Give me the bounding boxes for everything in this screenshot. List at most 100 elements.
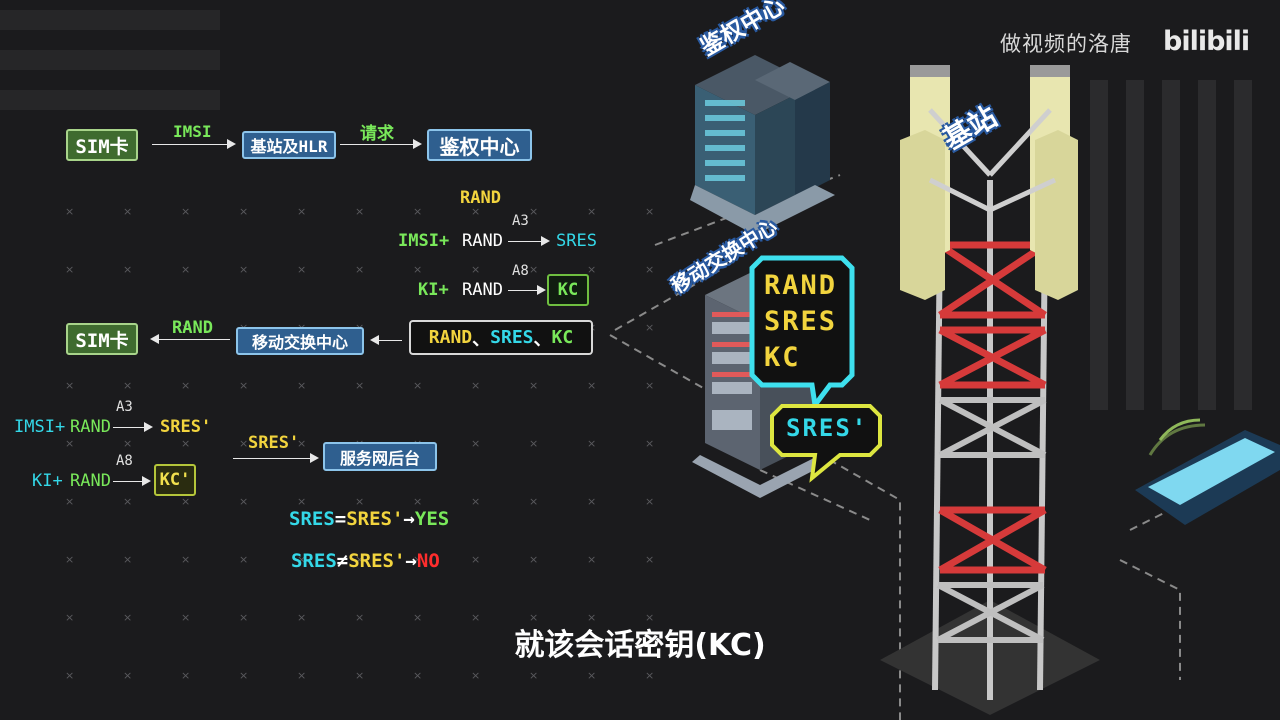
- svg-text:×: ×: [471, 205, 480, 218]
- rand-to-sim-label: RAND: [172, 318, 213, 338]
- compare-neq-lhs: SRES: [291, 550, 337, 572]
- bubble-sres-prime: [770, 404, 882, 483]
- video-subtitle: 就该会话密钥(KC): [514, 628, 766, 663]
- svg-text:×: ×: [355, 263, 364, 276]
- svg-text:×: ×: [65, 437, 74, 450]
- ki-plus-top: KI+: [418, 280, 449, 300]
- arrow-to-msc: [370, 335, 402, 345]
- svg-text:×: ×: [587, 263, 596, 276]
- channel-watermark: 做视频的洛唐: [1000, 32, 1132, 56]
- rand-top-2: RAND: [462, 280, 503, 300]
- svg-text:×: ×: [587, 669, 596, 682]
- svg-text:×: ×: [65, 263, 74, 276]
- svg-text:×: ×: [123, 263, 132, 276]
- svg-text:×: ×: [529, 611, 538, 624]
- svg-text:×: ×: [645, 669, 654, 682]
- a8-label-sim: A8: [116, 453, 133, 469]
- svg-text:×: ×: [355, 669, 364, 682]
- svg-text:×: ×: [587, 437, 596, 450]
- svg-text:×: ×: [471, 611, 480, 624]
- a3-label-sim: A3: [116, 399, 133, 415]
- svg-text:×: ×: [181, 321, 190, 334]
- svg-text:×: ×: [65, 611, 74, 624]
- svg-text:×: ×: [471, 495, 480, 508]
- svg-text:×: ×: [355, 495, 364, 508]
- svg-text:×: ×: [645, 321, 654, 334]
- compare-neq-arrow: →: [405, 550, 417, 572]
- svg-text:×: ×: [123, 611, 132, 624]
- imsi-label: IMSI: [173, 122, 212, 141]
- svg-text:×: ×: [123, 669, 132, 682]
- svg-text:×: ×: [239, 553, 248, 566]
- svg-text:×: ×: [529, 553, 538, 566]
- svg-text:×: ×: [123, 495, 132, 508]
- svg-text:×: ×: [65, 669, 74, 682]
- svg-text:×: ×: [297, 553, 306, 566]
- svg-text:×: ×: [181, 205, 190, 218]
- svg-text:×: ×: [181, 611, 190, 624]
- kc-box-top: KC: [547, 274, 589, 306]
- svg-text:×: ×: [239, 437, 248, 450]
- svg-text:×: ×: [645, 553, 654, 566]
- svg-text:×: ×: [239, 611, 248, 624]
- rand-title: RAND: [460, 188, 501, 208]
- sres-prime-send-label: SRES': [248, 433, 300, 453]
- svg-text:×: ×: [123, 205, 132, 218]
- svg-text:×: ×: [587, 611, 596, 624]
- svg-text:×: ×: [645, 437, 654, 450]
- arrow-rand-to-sim: [150, 334, 230, 344]
- compare-eq-result: YES: [414, 508, 450, 530]
- imsi-plus-top: IMSI+: [398, 231, 450, 251]
- msc-box: 移动交换中心: [236, 327, 364, 355]
- svg-text:×: ×: [471, 379, 480, 392]
- a3-label-top: A3: [512, 213, 529, 229]
- compare-eq-rhs: SRES': [346, 508, 404, 530]
- triplet-rand: RAND: [428, 327, 473, 348]
- triplet-sres: SRES: [490, 327, 534, 348]
- isometric-scene: [609, 55, 1280, 720]
- svg-text:×: ×: [297, 669, 306, 682]
- arrow-to-backend: [233, 453, 319, 463]
- svg-text:×: ×: [529, 263, 538, 276]
- compare-neq-result: NO: [416, 550, 440, 572]
- svg-text:×: ×: [587, 553, 596, 566]
- arrow-a3-top: [508, 236, 550, 246]
- svg-text:×: ×: [181, 495, 190, 508]
- svg-text:×: ×: [645, 495, 654, 508]
- bg-glyph-decoration-left: [0, 0, 220, 110]
- sres-top: SRES: [556, 231, 597, 251]
- bubble-sres: SRES: [764, 306, 838, 337]
- svg-text:×: ×: [413, 205, 422, 218]
- svg-text:×: ×: [587, 205, 596, 218]
- svg-text:×: ×: [471, 553, 480, 566]
- svg-text:×: ×: [65, 553, 74, 566]
- svg-text:×: ×: [65, 379, 74, 392]
- svg-text:×: ×: [65, 495, 74, 508]
- compare-neq-op: ≠: [336, 550, 349, 572]
- svg-text:×: ×: [413, 611, 422, 624]
- svg-text:×: ×: [413, 379, 422, 392]
- svg-text:×: ×: [355, 379, 364, 392]
- sim-card-box-mid: SIM卡: [66, 323, 138, 355]
- imsi-plus-sim: IMSI+: [14, 417, 66, 437]
- svg-text:×: ×: [239, 379, 248, 392]
- svg-text:×: ×: [239, 495, 248, 508]
- rand-top-1: RAND: [462, 231, 503, 251]
- sim-card-box-top: SIM卡: [66, 129, 138, 161]
- svg-text:×: ×: [181, 437, 190, 450]
- svg-text:×: ×: [471, 263, 480, 276]
- svg-text:×: ×: [645, 379, 654, 392]
- svg-text:×: ×: [529, 205, 538, 218]
- svg-text:×: ×: [297, 205, 306, 218]
- sres-prime-sim: SRES': [160, 417, 212, 437]
- bubble-sres-prime-text: SRES': [786, 414, 869, 442]
- svg-text:×: ×: [181, 669, 190, 682]
- arrow-a8-top: [508, 285, 546, 295]
- svg-text:×: ×: [181, 379, 190, 392]
- kc-prime-box: KC': [154, 464, 196, 496]
- backend-box: 服务网后台: [323, 442, 437, 471]
- triplet-kc: KC: [551, 327, 574, 348]
- svg-text:×: ×: [123, 379, 132, 392]
- svg-text:×: ×: [239, 205, 248, 218]
